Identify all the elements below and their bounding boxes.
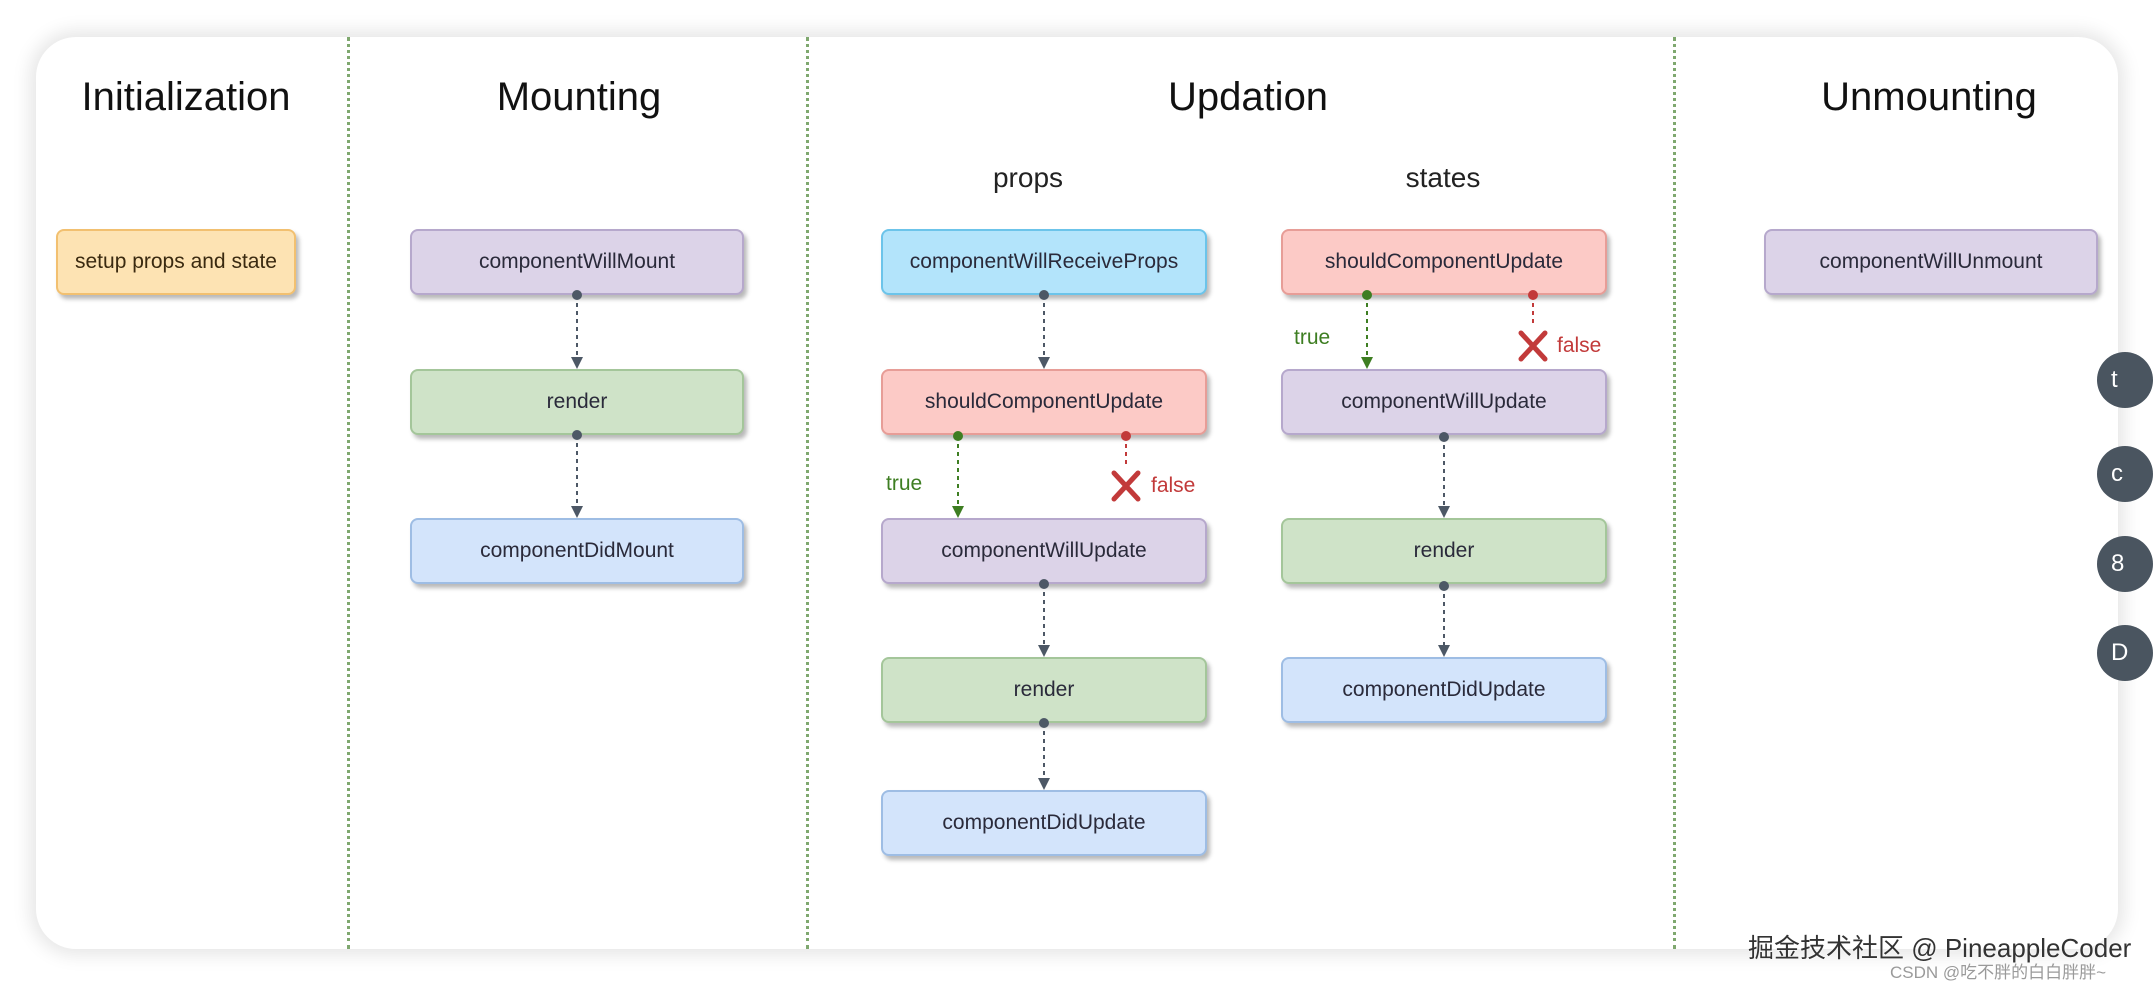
- phase-title-updation: Updation: [1167, 75, 1329, 119]
- box-states-should-update: shouldComponentUpdate: [1281, 229, 1607, 295]
- box-setup-props-and-state: setup props and state: [56, 229, 296, 295]
- divider-3: [1673, 37, 1676, 949]
- arrow-props-true: [952, 431, 964, 518]
- box-mounting-did-mount: componentDidMount: [410, 518, 744, 584]
- label-false-props: false: [1151, 474, 1196, 497]
- side-button-4-label: D: [2111, 639, 2129, 666]
- arrow-mount-2: [571, 430, 583, 518]
- arrow-props-3: [1038, 579, 1050, 657]
- arrow-mount-1: [571, 290, 583, 369]
- side-button-1-label: t: [2111, 366, 2118, 393]
- phase-title-mounting: Mounting: [496, 75, 662, 119]
- box-unmounting-will-unmount: componentWillUnmount: [1764, 229, 2098, 295]
- diagram-card: Initialization Mounting Updation Unmount…: [36, 37, 2118, 949]
- side-button-3-label: 8: [2111, 550, 2125, 577]
- arrow-states-true: [1361, 290, 1373, 369]
- side-button-3[interactable]: 8: [2097, 536, 2153, 592]
- box-props-did-update: componentDidUpdate: [881, 790, 1207, 856]
- arrow-states-2: [1438, 432, 1450, 518]
- sub-title-props: props: [992, 162, 1064, 193]
- phase-title-initialization: Initialization: [81, 75, 291, 119]
- arrow-props-4: [1038, 718, 1050, 790]
- label-false-states: false: [1557, 334, 1602, 357]
- arrow-props-false: [1111, 431, 1141, 502]
- side-button-4[interactable]: D: [2097, 625, 2153, 681]
- side-button-2[interactable]: c: [2097, 446, 2153, 502]
- box-props-will-update: componentWillUpdate: [881, 518, 1207, 584]
- arrow-props-1: [1038, 290, 1050, 369]
- box-states-did-update: componentDidUpdate: [1281, 657, 1607, 723]
- phase-title-unmounting: Unmounting: [1821, 75, 2037, 119]
- arrow-states-3: [1438, 581, 1450, 657]
- sub-title-states: states: [1405, 162, 1481, 193]
- arrow-states-false: [1518, 290, 1548, 362]
- watermark-juejin: 掘金技术社区 @ PineappleCoder: [1748, 933, 2132, 963]
- divider-2: [806, 37, 809, 949]
- side-button-1[interactable]: t: [2097, 352, 2153, 408]
- divider-1: [347, 37, 350, 949]
- false-x-icon: [1111, 470, 1141, 502]
- label-true-props: true: [886, 472, 923, 495]
- box-props-should-update: shouldComponentUpdate: [881, 369, 1207, 435]
- side-button-2-label: c: [2111, 460, 2123, 487]
- false-x-icon: [1518, 330, 1548, 362]
- label-true-states: true: [1294, 326, 1331, 349]
- flow-arrows: [571, 290, 1548, 790]
- watermark-csdn: CSDN @吃不胖的白白胖胖~: [1890, 963, 2107, 982]
